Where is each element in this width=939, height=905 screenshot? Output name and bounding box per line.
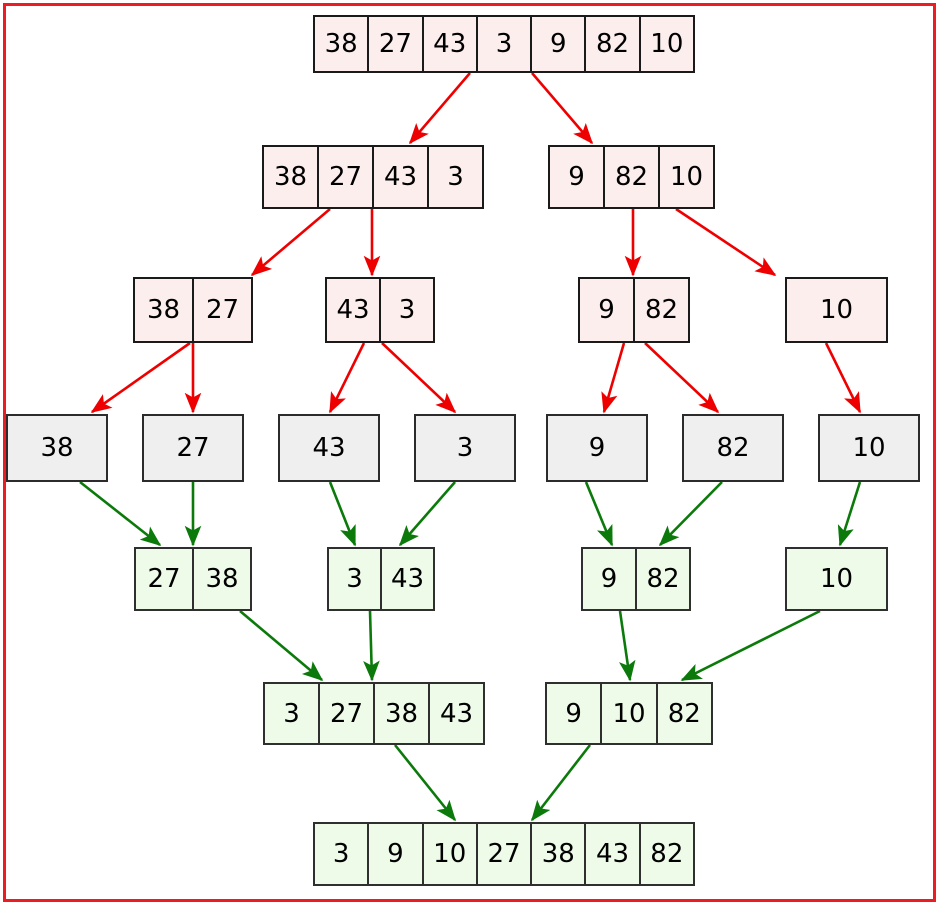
array-cell: 82 bbox=[716, 433, 750, 463]
array-cell: 38 bbox=[40, 433, 74, 463]
array-cell: 27 bbox=[205, 295, 240, 325]
array-cell: 3 bbox=[315, 824, 370, 884]
merge-9-82: 9 82 bbox=[581, 547, 691, 611]
array-cell: 38 bbox=[135, 279, 194, 341]
array-cell: 9 bbox=[583, 549, 637, 609]
merge-edges bbox=[79, 480, 862, 822]
array-cell: 43 bbox=[439, 698, 474, 729]
medge-43-to-343 bbox=[328, 481, 357, 547]
edge-l4-to-38-27 bbox=[250, 208, 331, 277]
array-cell: 82 bbox=[650, 839, 684, 869]
leaf-38: 38 bbox=[6, 414, 108, 482]
array-cell: 43 bbox=[390, 564, 425, 594]
medge-2738-to-l2 bbox=[239, 610, 324, 682]
array-cell: 3 bbox=[456, 433, 474, 463]
medge-343-to-l2 bbox=[363, 610, 380, 682]
edge-433-to-3 bbox=[381, 342, 457, 414]
array-cell: 9 bbox=[550, 147, 605, 207]
array-cell: 27 bbox=[369, 17, 424, 71]
array-cell: 38 bbox=[375, 684, 430, 743]
array-cell: 3 bbox=[265, 684, 320, 743]
edge-root-to-right3 bbox=[531, 72, 594, 145]
array-cell: 82 bbox=[644, 295, 679, 325]
node-9-82: 9 82 bbox=[578, 277, 690, 343]
array-cell: 82 bbox=[667, 698, 701, 729]
array-cell: 82 bbox=[646, 564, 680, 594]
array-cell: 43 bbox=[424, 17, 478, 71]
edge-3827-to-38 bbox=[90, 341, 191, 414]
array-cell: 9 bbox=[580, 279, 635, 341]
array-cell: 3 bbox=[329, 549, 382, 609]
split-edges bbox=[90, 72, 862, 414]
array-cell: 10 bbox=[650, 29, 684, 59]
medge-38-to-2738 bbox=[79, 480, 162, 547]
merge-3-43: 3 43 bbox=[327, 547, 435, 611]
array-cell: 27 bbox=[319, 147, 374, 207]
array-cell: 9 bbox=[369, 824, 424, 884]
node-38-27: 38 27 bbox=[133, 277, 253, 343]
array-cell: 38 bbox=[532, 824, 587, 884]
array-cell: 43 bbox=[327, 279, 381, 341]
edge-433-to-43 bbox=[328, 342, 366, 414]
array-cell: 82 bbox=[605, 147, 660, 207]
array-cell: 9 bbox=[588, 433, 606, 463]
array-cell: 38 bbox=[205, 564, 239, 594]
node-43-3: 43 3 bbox=[325, 277, 435, 343]
edge-10-to-leaf10 bbox=[824, 342, 862, 414]
leaf-27: 27 bbox=[142, 414, 244, 482]
array-cell: 10 bbox=[852, 433, 886, 463]
medge-l2-to-final bbox=[393, 744, 457, 822]
medge-10-to-m10 bbox=[837, 481, 862, 547]
medge-982-to-r2 bbox=[618, 610, 636, 682]
array-cell: 3 bbox=[478, 17, 533, 71]
array-cell: 82 bbox=[586, 17, 641, 71]
array-cell: 10 bbox=[424, 824, 478, 884]
array-cell: 27 bbox=[176, 433, 210, 463]
leaf-82: 82 bbox=[682, 414, 784, 482]
medge-m10-to-r2 bbox=[680, 609, 821, 682]
array-cell: 3 bbox=[447, 162, 464, 192]
node-10-split: 10 bbox=[785, 277, 888, 343]
array-cell: 27 bbox=[136, 549, 194, 609]
medge-3-to-343 bbox=[398, 481, 456, 547]
merge-27-38: 27 38 bbox=[134, 547, 252, 611]
leaf-10: 10 bbox=[818, 414, 920, 482]
array-cell: 10 bbox=[819, 564, 854, 594]
edge-982-to-82 bbox=[644, 342, 720, 414]
array-cell: 43 bbox=[586, 824, 641, 884]
leaf-9: 9 bbox=[546, 414, 648, 482]
edge-root-to-left4 bbox=[408, 72, 471, 145]
array-cell: 38 bbox=[315, 17, 370, 71]
array-cell: 27 bbox=[478, 824, 533, 884]
medge-82-to-982 bbox=[658, 481, 723, 547]
array-cell: 9 bbox=[547, 684, 603, 743]
array-cell: 10 bbox=[669, 162, 704, 192]
edge-982-to-9 bbox=[601, 342, 626, 414]
merge-10: 10 bbox=[785, 547, 888, 611]
medge-9-to-982 bbox=[584, 481, 614, 547]
array-cell: 43 bbox=[374, 147, 429, 207]
array-cell: 43 bbox=[312, 433, 346, 463]
array-cell: 10 bbox=[602, 684, 658, 743]
array-cell: 27 bbox=[320, 684, 375, 743]
medge-r2-to-final bbox=[530, 744, 592, 822]
leaf-43: 43 bbox=[278, 414, 380, 482]
array-cell: 38 bbox=[264, 147, 319, 207]
leaf-3: 3 bbox=[414, 414, 516, 482]
array-cell: 10 bbox=[819, 295, 854, 325]
edge-r3-to-10 bbox=[675, 207, 777, 277]
array-cell: 3 bbox=[398, 295, 416, 325]
array-cell: 9 bbox=[532, 17, 587, 71]
